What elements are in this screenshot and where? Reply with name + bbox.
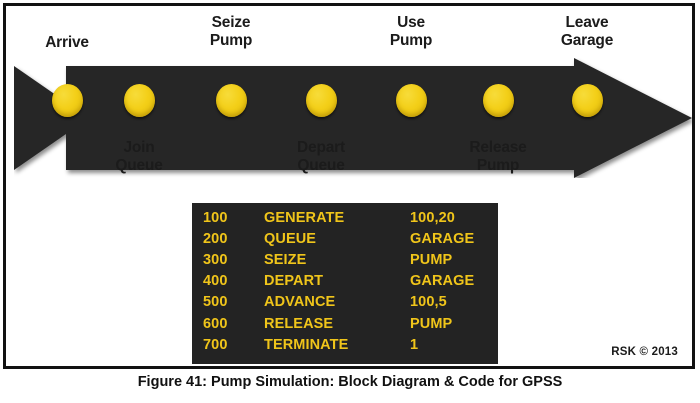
code-row: 500 ADVANCE 100,5 xyxy=(192,292,498,313)
code-line-number: 600 xyxy=(203,315,228,332)
stage-label-leave-garage-line1: Leave xyxy=(565,14,609,31)
code-row: 300 SEIZE PUMP xyxy=(192,249,498,270)
code-operands: PUMP xyxy=(410,315,453,332)
code-block-name: ADVANCE xyxy=(264,294,336,311)
figure-frame: Arrive Seize Pump Use Pump Leave Garage … xyxy=(3,3,695,369)
stage-label-arrive: Arrive xyxy=(7,34,127,52)
code-line-number: 700 xyxy=(203,336,228,353)
code-operands: 1 xyxy=(410,336,419,353)
stage-node-arrive[interactable] xyxy=(51,84,83,117)
stage-label-depart-queue-line1: Depart xyxy=(297,139,345,156)
stage-label-join-queue-line1: Join xyxy=(123,139,155,156)
stage-label-seize-pump: Seize Pump xyxy=(171,14,291,51)
stage-label-release-pump-line2: Pump xyxy=(476,157,520,175)
gpss-code-panel: 100 GENERATE 100,20 200 QUEUE GARAGE 300… xyxy=(192,203,498,364)
code-operands: PUMP xyxy=(410,251,453,268)
stage-label-use-pump-line2: Pump xyxy=(389,32,433,50)
code-line-number: 500 xyxy=(203,294,228,311)
code-row: 600 RELEASE PUMP xyxy=(192,313,498,334)
code-block-name: RELEASE xyxy=(264,315,334,332)
stage-label-join-queue: Join Queue xyxy=(79,139,199,176)
code-operands: GARAGE xyxy=(410,230,475,247)
stage-node-release-pump[interactable] xyxy=(482,84,514,117)
code-block-name: QUEUE xyxy=(264,230,317,247)
stage-node-seize-pump[interactable] xyxy=(215,84,247,117)
stage-node-use-pump[interactable] xyxy=(395,84,427,117)
code-operands: 100,20 xyxy=(410,209,455,226)
stage-label-release-pump: Release Pump xyxy=(438,139,558,176)
stage-label-depart-queue: Depart Queue xyxy=(261,139,381,176)
stage-label-use-pump-line1: Use xyxy=(397,14,425,31)
stage-label-leave-garage: Leave Garage xyxy=(527,14,647,51)
stage-node-join-queue[interactable] xyxy=(123,84,155,117)
code-row: 200 QUEUE GARAGE xyxy=(192,228,498,249)
code-row: 400 DEPART GARAGE xyxy=(192,271,498,292)
stage-label-arrive-line1: Arrive xyxy=(45,34,89,51)
code-block-name: DEPART xyxy=(264,273,324,290)
figure-caption: Figure 41: Pump Simulation: Block Diagra… xyxy=(137,374,563,390)
code-row: 100 GENERATE 100,20 xyxy=(192,207,498,228)
code-block-name: GENERATE xyxy=(264,209,345,226)
stage-label-use-pump: Use Pump xyxy=(351,14,471,51)
code-line-number: 100 xyxy=(203,209,228,226)
code-line-number: 300 xyxy=(203,251,228,268)
code-line-number: 400 xyxy=(203,273,228,290)
stage-label-seize-pump-line1: Seize xyxy=(211,14,251,31)
stage-node-depart-queue[interactable] xyxy=(305,84,337,117)
code-row: 700 TERMINATE 1 xyxy=(192,334,498,355)
code-operands: 100,5 xyxy=(410,294,447,311)
code-line-number: 200 xyxy=(203,230,228,247)
stage-label-depart-queue-line2: Queue xyxy=(297,157,345,175)
code-block-name: TERMINATE xyxy=(264,336,349,353)
stage-label-leave-garage-line2: Garage xyxy=(560,32,614,50)
stage-node-leave-garage[interactable] xyxy=(571,84,603,117)
code-operands: GARAGE xyxy=(410,273,475,290)
copyright-note: RSK © 2013 xyxy=(611,346,678,358)
code-block-name: SEIZE xyxy=(264,251,307,268)
stage-label-release-pump-line1: Release xyxy=(469,139,527,156)
stage-label-seize-pump-line2: Pump xyxy=(209,32,253,50)
stage-label-join-queue-line2: Queue xyxy=(115,157,163,175)
